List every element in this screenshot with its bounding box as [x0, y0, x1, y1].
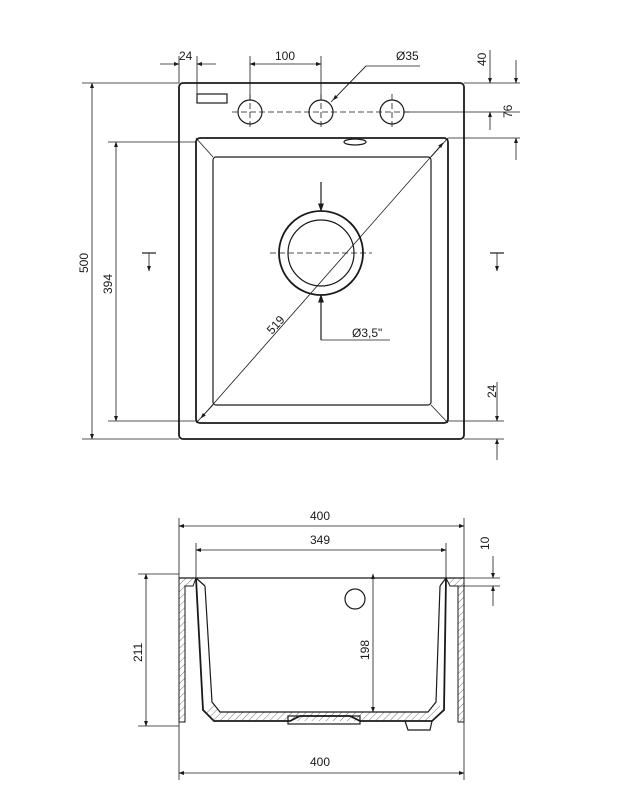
- dim-hole-spacing: 100: [275, 49, 295, 63]
- dim-overall-height: 500: [77, 253, 91, 273]
- overflow-slot: [343, 138, 367, 146]
- section-view: 400 349 10 211: [131, 509, 500, 780]
- dim-bowl-height: 394: [101, 274, 115, 294]
- bowl-shell-outer: [195, 577, 447, 722]
- top-view: Ø3,5" 519 24 100 Ø35 40 76: [77, 49, 520, 460]
- dim-bowl-width: 349: [310, 533, 330, 547]
- dim-diagonal: 519: [264, 313, 288, 337]
- drain-boss: [287, 715, 361, 725]
- sink-outline: [178, 82, 465, 440]
- overflow-hole: [344, 588, 366, 610]
- dim-overall-width-top: 400: [310, 509, 330, 523]
- dim-overall-depth: 211: [131, 643, 145, 662]
- foot: [404, 720, 433, 731]
- section-marker-right: [490, 252, 504, 272]
- dim-hole-row-offset: 76: [501, 104, 515, 118]
- dim-bottom-margin: 24: [485, 384, 499, 398]
- dim-bowl-depth: 198: [358, 640, 372, 660]
- dim-tap-offset: 24: [179, 49, 193, 63]
- overflow-label-plate: [196, 93, 228, 104]
- drain: Ø3,5": [270, 182, 390, 341]
- left-wall-section: [178, 577, 197, 723]
- dim-rim-thickness: 10: [478, 536, 492, 550]
- right-wall-section: [445, 577, 465, 723]
- bowl-bottom-section: [203, 702, 444, 721]
- bowl-shell-inner: [204, 585, 441, 713]
- bowl-outer: [195, 137, 449, 424]
- dim-top-margin: 40: [475, 52, 489, 66]
- section-marker-left: [142, 252, 156, 272]
- dim-hole-diameter: Ø35: [396, 49, 419, 63]
- dim-diagonal-line: [200, 142, 444, 419]
- dim-overall-width-bottom: 400: [310, 755, 330, 769]
- dim-drain-diameter: Ø3,5": [352, 326, 382, 340]
